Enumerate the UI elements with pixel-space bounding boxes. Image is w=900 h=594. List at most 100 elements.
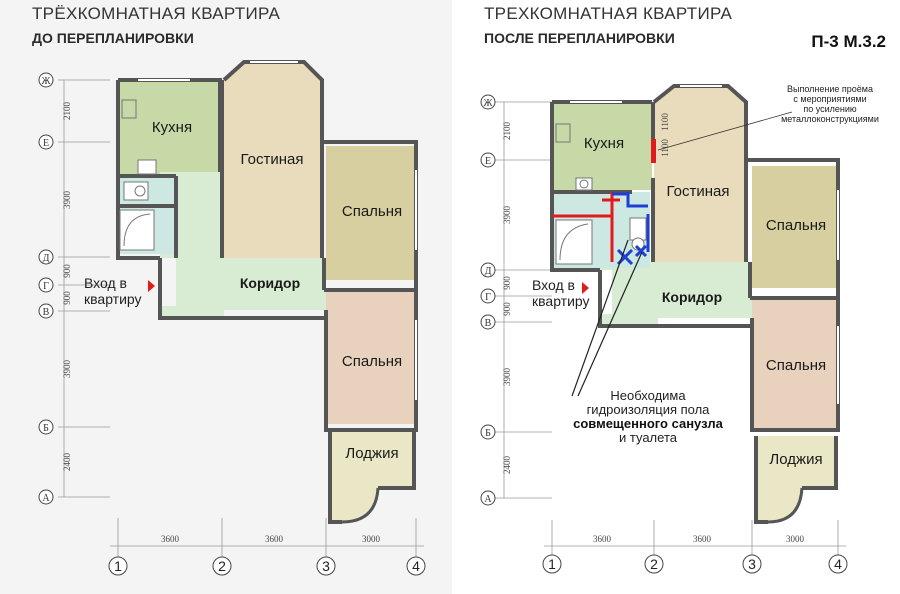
dim-label: 2400 bbox=[502, 456, 512, 475]
series-code: П-3 М.3.2 bbox=[811, 32, 886, 51]
room-label-corridor: Коридор bbox=[662, 289, 722, 305]
room-loggia bbox=[330, 432, 414, 522]
opening-note-line: по усилению bbox=[803, 104, 857, 114]
row-axis-markers: Ж Е Д Г В Б А bbox=[480, 94, 496, 506]
windows bbox=[570, 85, 839, 404]
entry-label: Вход в bbox=[532, 277, 575, 293]
dim-label: 3600 bbox=[265, 534, 284, 544]
entry-arrow-icon bbox=[582, 282, 589, 294]
plan-after-title: ТРЕХКОМНАТНАЯ КВАРТИРА bbox=[452, 0, 900, 28]
row-axis-label: А bbox=[42, 493, 50, 504]
row-axis-label: Б bbox=[485, 428, 491, 439]
room-label-kitchen: Кухня bbox=[152, 119, 192, 136]
row-axis-lines bbox=[58, 79, 110, 498]
dim-label: 3900 bbox=[62, 191, 72, 210]
row-dimensions: 2100 3900 900 900 3900 2400 bbox=[62, 102, 72, 472]
fixtures bbox=[555, 123, 647, 265]
column-axis-label: 3 bbox=[322, 558, 330, 574]
column-axis-label: 1 bbox=[548, 556, 556, 572]
dim-label: 900 bbox=[62, 264, 72, 278]
entry-label: квартиру bbox=[532, 293, 590, 309]
row-axis-label: Е bbox=[485, 156, 491, 167]
room-loggia bbox=[756, 436, 836, 522]
demolished-walls bbox=[552, 192, 620, 262]
room-kitchen bbox=[552, 104, 652, 190]
new-opening-marker bbox=[651, 139, 656, 163]
plan-before-panel: ТРЁХКОМНАТНАЯ КВАРТИРА ДО ПЕРЕПЛАНИРОВКИ… bbox=[0, 0, 452, 594]
room-label-corridor: Коридор bbox=[240, 275, 300, 291]
dim-label: 3000 bbox=[362, 534, 381, 544]
row-axis-label: Д bbox=[485, 266, 492, 277]
column-axis-lines bbox=[110, 518, 424, 558]
dim-label: 3000 bbox=[786, 534, 805, 544]
column-axis-label: 3 bbox=[748, 556, 756, 572]
plan-after-drawing: Ж Е Д Г В Б А 2100 3900 900 900 3900 240… bbox=[480, 84, 879, 574]
new-walls bbox=[612, 192, 650, 266]
room-label-kitchen: Кухня bbox=[584, 135, 624, 152]
plan-before-title: ТРЁХКОМНАТНАЯ КВАРТИРА bbox=[0, 0, 452, 28]
plan-after-panel: ТРЕХКОМНАТНАЯ КВАРТИРА ПОСЛЕ ПЕРЕПЛАНИРО… bbox=[452, 0, 900, 594]
column-axis-markers: 1 2 3 4 bbox=[108, 556, 426, 576]
room-living bbox=[654, 86, 746, 262]
row-axis-label: Г bbox=[485, 292, 491, 303]
loggia-curve bbox=[341, 487, 380, 524]
waterproofing-note-line: гидроизоляция пола bbox=[587, 402, 711, 417]
opening-dim-label: 1100 bbox=[660, 113, 670, 131]
room-label-living: Гостиная bbox=[241, 151, 304, 168]
room-bedroom-bottom bbox=[326, 292, 416, 424]
row-axis-label: Г bbox=[43, 281, 49, 292]
column-axis-label: 4 bbox=[412, 558, 420, 574]
room-label-bedroom2: Спальня bbox=[342, 353, 402, 370]
entry-arrow-icon bbox=[148, 280, 155, 292]
column-axis-label: 4 bbox=[834, 556, 842, 572]
row-axis-label: А bbox=[484, 494, 492, 505]
column-axis-label: 1 bbox=[114, 558, 122, 574]
waterproofing-note-line: и туалета bbox=[619, 430, 678, 445]
plan-after-subtitle: ПОСЛЕ ПЕРЕПЛАНИРОВКИ bbox=[484, 30, 675, 46]
dim-label: 900 bbox=[502, 276, 512, 290]
entry-label: Вход в bbox=[84, 275, 127, 291]
dim-label: 3600 bbox=[161, 534, 180, 544]
row-dimensions: 2100 3900 900 900 3900 2400 bbox=[502, 122, 512, 475]
column-axis-lines bbox=[544, 520, 846, 556]
dim-label: 3900 bbox=[62, 360, 72, 379]
dim-label: 2100 bbox=[502, 122, 512, 141]
dim-label: 2400 bbox=[62, 453, 72, 472]
room-corridor bbox=[600, 262, 752, 326]
column-axis-markers: 1 2 3 4 bbox=[542, 554, 848, 574]
waterproofing-note-line: совмещенного санузла bbox=[573, 416, 724, 431]
room-label-bedroom1: Спальня bbox=[342, 203, 402, 220]
room-bedroom-top bbox=[752, 166, 838, 288]
row-axis-label: Ж bbox=[484, 98, 493, 109]
row-axis-label: Е bbox=[43, 138, 49, 149]
room-label-loggia: Лоджия bbox=[345, 445, 398, 462]
row-axis-label: Ж bbox=[42, 76, 51, 87]
room-kitchen bbox=[118, 82, 220, 178]
room-bedroom-bottom bbox=[752, 300, 838, 428]
waterproofing-note: Необходима гидроизоляция пола совмещенно… bbox=[571, 239, 724, 445]
column-axis-label: 2 bbox=[650, 556, 658, 572]
opening-note: Выполнение проёма с мероприятиями по уси… bbox=[657, 84, 879, 151]
fixtures bbox=[119, 99, 157, 251]
dim-label: 900 bbox=[62, 291, 72, 305]
dim-label: 3600 bbox=[593, 534, 612, 544]
loggia-curve bbox=[767, 487, 804, 524]
room-label-bedroom1: Спальня bbox=[766, 217, 826, 234]
waterproofing-note-line: Необходима bbox=[610, 388, 686, 403]
room-bedroom-top bbox=[326, 146, 416, 280]
dim-label: 3900 bbox=[502, 206, 512, 225]
room-label-bedroom2: Спальня bbox=[766, 357, 826, 374]
opening-note-line: Выполнение проёма bbox=[787, 84, 873, 94]
room-label-loggia: Лоджия bbox=[769, 451, 822, 468]
entry-label: квартиру bbox=[84, 291, 142, 307]
row-axis-markers: Ж Е Д Г В Б А bbox=[38, 72, 54, 505]
opening-note-line: с мероприятиями bbox=[793, 94, 866, 104]
room-living bbox=[224, 62, 322, 258]
row-axis-lines bbox=[494, 101, 552, 499]
windows bbox=[138, 61, 417, 400]
opening-note-leader bbox=[657, 111, 793, 151]
room-label-living: Гостиная bbox=[667, 183, 730, 200]
row-axis-label: Д bbox=[43, 253, 50, 264]
row-axis-label: В bbox=[43, 307, 50, 318]
dim-label: 900 bbox=[502, 302, 512, 316]
